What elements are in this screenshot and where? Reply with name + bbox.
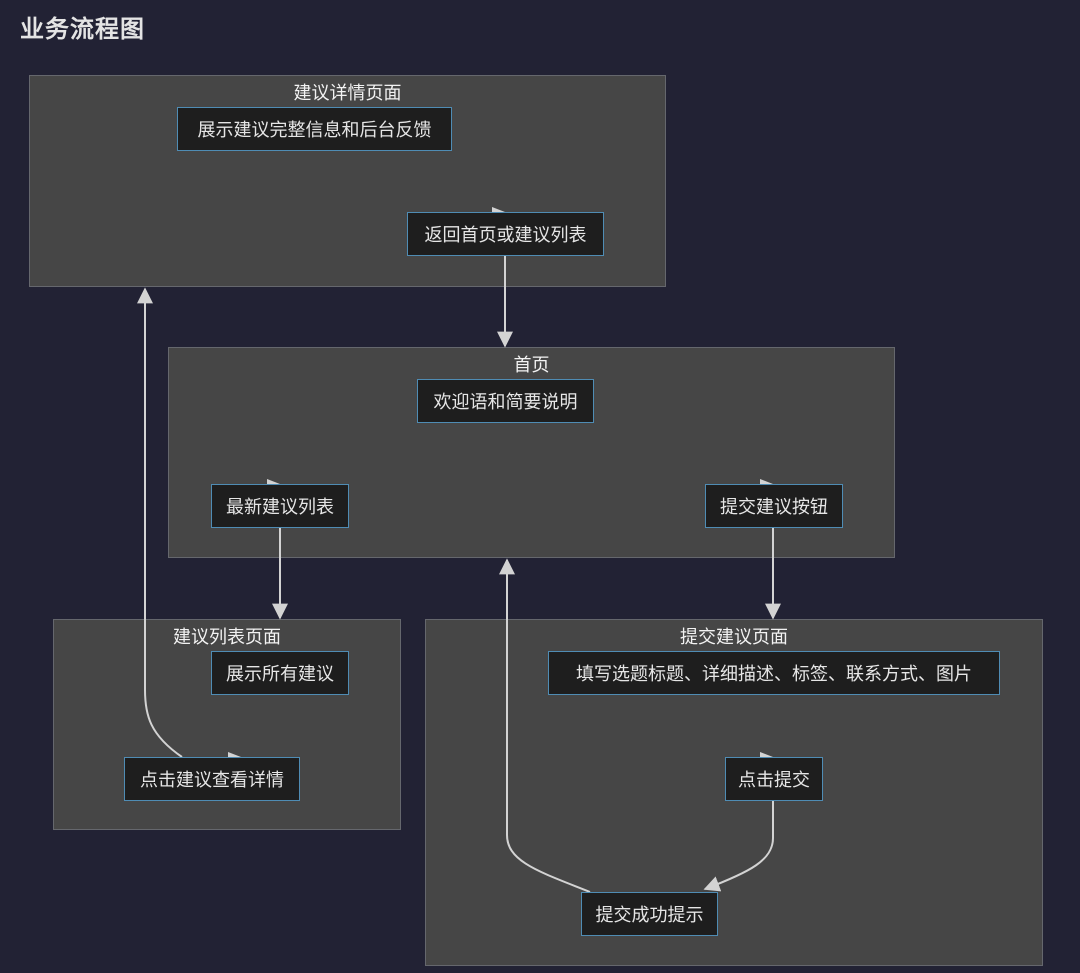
page-title: 业务流程图 [20, 15, 145, 43]
edge-click-detail-to-detail-page [137, 287, 183, 758]
node-detail-info[interactable]: 展示建议完整信息和后台反馈 [177, 107, 452, 151]
node-list-click-detail[interactable]: 点击建议查看详情 [124, 757, 300, 801]
arrowhead-submit-click [760, 752, 773, 757]
node-submit-form[interactable]: 填写选题标题、详细描述、标签、联系方式、图片 [548, 651, 1000, 695]
edge-success-to-home [499, 558, 591, 893]
node-home-welcome[interactable]: 欢迎语和简要说明 [417, 379, 594, 423]
arrowhead-home-submit [760, 479, 773, 484]
node-submit-click[interactable]: 点击提交 [725, 757, 823, 801]
node-submit-success[interactable]: 提交成功提示 [581, 892, 718, 936]
arrowhead-detail-back [492, 207, 505, 212]
cluster-title-submit: 提交建议页面 [680, 627, 788, 648]
arrowhead-list-click [228, 752, 241, 757]
node-detail-back[interactable]: 返回首页或建议列表 [407, 212, 604, 256]
cluster-title-home: 首页 [513, 355, 550, 376]
edge-click-submit-to-success [703, 800, 774, 892]
cluster-title-list: 建议列表页面 [173, 627, 281, 648]
node-home-latest[interactable]: 最新建议列表 [211, 484, 349, 528]
node-home-submit-button[interactable]: 提交建议按钮 [705, 484, 843, 528]
cluster-title-detail: 建议详情页面 [293, 83, 402, 104]
arrowhead-home-latest [267, 479, 280, 484]
node-list-all[interactable]: 展示所有建议 [211, 651, 349, 695]
